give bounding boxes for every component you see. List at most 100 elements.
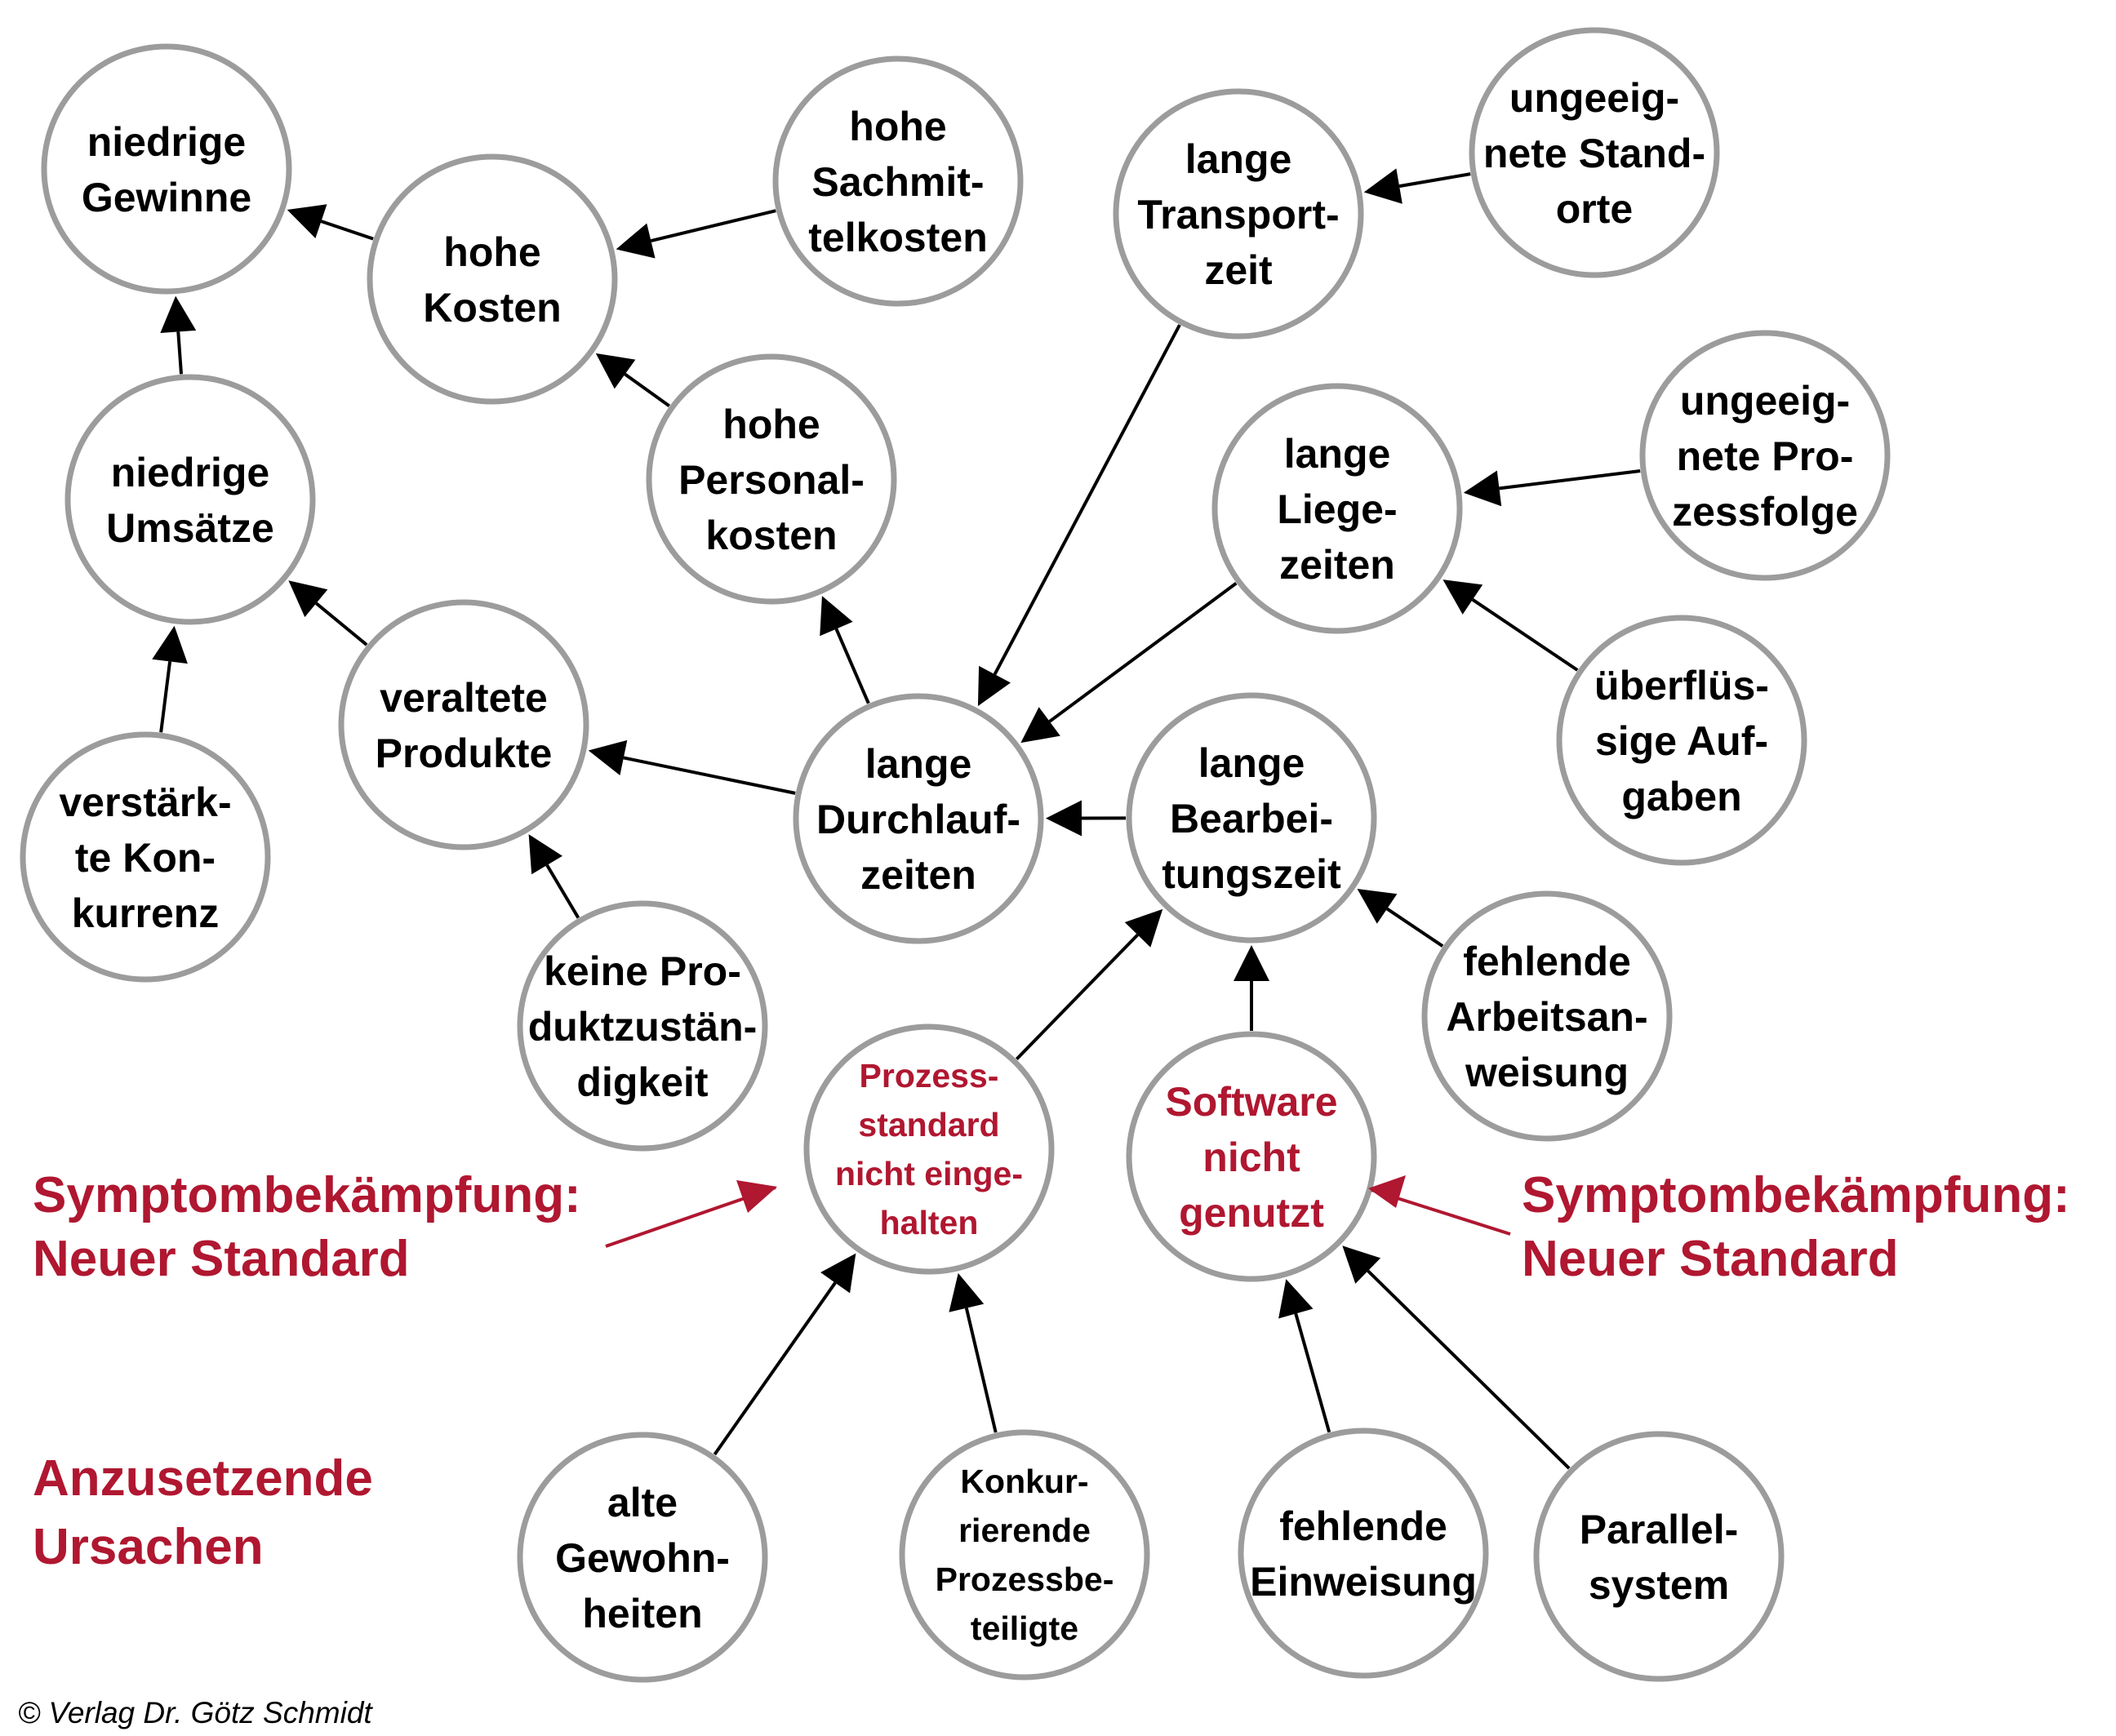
annotation-causes-line1: Anzusetzende	[33, 1450, 373, 1507]
arrowhead-icon	[287, 204, 327, 238]
arrowhead-icon	[1020, 707, 1060, 744]
node-label-line: veraltete	[380, 675, 548, 721]
node-circle	[899, 1429, 1150, 1681]
node-label-line: zeiten	[860, 852, 976, 898]
node-label-line: hohe	[849, 104, 946, 149]
node-label-line: kosten	[705, 513, 837, 558]
symptom-arrow-right-head	[1368, 1175, 1406, 1208]
edge-parallelsystem-to-software-nicht-genutzt	[1367, 1269, 1571, 1470]
node-circle	[1533, 1431, 1785, 1682]
edge-hohe-kosten-to-niedrige-gewinne	[320, 220, 374, 241]
edge-lange-liegezeiten-to-lange-durchlaufzeiten	[1048, 582, 1238, 723]
annotation-left-line1: Symptombekämpfung:	[33, 1167, 581, 1223]
node-label-line: verstärk-	[59, 779, 231, 825]
node-label-line: Einweisung	[1250, 1559, 1477, 1605]
node-circle	[1238, 1427, 1489, 1679]
node-circle	[1639, 330, 1891, 581]
edge-hohe-sachmittelkosten-to-hohe-kosten	[650, 209, 776, 243]
node-circle	[64, 374, 316, 625]
edge-alte-gewohnheiten-to-prozessstandard-nicht-eingehalten	[713, 1281, 837, 1456]
node-circle	[803, 1023, 1055, 1275]
node-label-line: lange	[1185, 136, 1292, 182]
node-circle	[1421, 890, 1673, 1142]
node-label-line: zeit	[1204, 247, 1273, 293]
node-label-line: Umsätze	[106, 505, 274, 551]
node-label-line: digkeit	[576, 1059, 708, 1105]
symptom-arrow-left-head	[736, 1180, 777, 1213]
node-label-line: Bearbei-	[1170, 796, 1333, 841]
arrowhead-icon	[820, 1253, 856, 1294]
node-label-line: lange	[1284, 431, 1391, 477]
node-circle	[1211, 383, 1463, 634]
annotation-causes: Anzusetzende Ursachen	[33, 1445, 373, 1582]
node-circle	[1469, 27, 1720, 278]
node-circle	[41, 43, 292, 295]
node-label-line: Konkur-	[960, 1463, 1088, 1500]
arrowhead-icon	[160, 295, 197, 334]
arrowhead-icon	[820, 596, 853, 637]
edge-lange-durchlaufzeiten-to-hohe-personalkosten	[834, 628, 870, 704]
arrowhead-icon	[977, 665, 1011, 707]
edge-keine-produktzustaendigkeit-to-veraltete-produkte	[545, 864, 580, 919]
arrowhead-icon	[288, 580, 328, 618]
node-label-line: Gewinne	[82, 175, 251, 220]
node-label-line: Liege-	[1277, 486, 1397, 532]
arrowhead-icon	[949, 1272, 985, 1312]
node-circle	[646, 353, 897, 605]
node-label-line: heiten	[582, 1591, 702, 1636]
node-ueberfluessige-aufgaben: überflüs-sige Auf-gaben	[1556, 615, 1807, 866]
node-label-line: hohe	[722, 402, 820, 447]
node-label-line: nete Stand-	[1483, 131, 1705, 176]
node-label-line: hohe	[443, 229, 540, 275]
edge-ungeeignete-prozessfolge-to-lange-liegezeiten	[1499, 468, 1641, 491]
annotation-left-line2: Neuer Standard	[33, 1231, 410, 1287]
node-label-line: Parallel-	[1580, 1507, 1739, 1552]
arrowhead-icon	[1463, 470, 1502, 507]
node-label-line: nicht einge-	[835, 1155, 1023, 1192]
edge-ungeeignete-standorte-to-lange-transportzeit	[1398, 172, 1471, 189]
arrowhead-icon	[1363, 168, 1403, 204]
node-label-line: niedrige	[87, 119, 246, 165]
node-label-line: ungeeig-	[1509, 75, 1679, 121]
node-label-line: nicht	[1202, 1134, 1300, 1180]
node-label-line: duktzustän-	[528, 1004, 758, 1050]
node-parallelsystem: Parallel-system	[1533, 1431, 1785, 1682]
node-circle	[1113, 88, 1364, 340]
node-label-line: Arbeitsan-	[1446, 994, 1647, 1040]
edge-fehlende-einweisung-to-software-nicht-genutzt	[1294, 1312, 1331, 1433]
node-label-line: teiligte	[971, 1609, 1078, 1647]
node-circle	[793, 693, 1044, 944]
arrowhead-icon	[528, 834, 562, 875]
node-label-line: gaben	[1621, 774, 1741, 819]
node-label-line: tungszeit	[1162, 851, 1341, 897]
arrowhead-icon	[1278, 1279, 1314, 1319]
node-label-line: genutzt	[1179, 1190, 1324, 1236]
node-label-line: Software	[1165, 1079, 1337, 1125]
node-circle	[338, 599, 589, 850]
arrowhead-icon	[1045, 800, 1082, 837]
node-label-line: Kosten	[423, 285, 561, 331]
node-circle	[20, 731, 271, 983]
node-label-line: Durchlauf-	[816, 797, 1020, 842]
annotation-left-symptom: Symptombekämpfung: Neuer Standard	[33, 1164, 581, 1291]
copyright: © Verlag Dr. Götz Schmidt	[18, 1696, 372, 1729]
node-label-line: Gewohn-	[555, 1535, 730, 1581]
edges-layer	[152, 168, 1641, 1470]
node-label-line: Transport-	[1137, 192, 1339, 238]
node-circle	[367, 153, 618, 405]
arrowhead-icon	[616, 223, 656, 259]
node-label-line: zeiten	[1279, 542, 1395, 588]
node-circle	[1556, 615, 1807, 866]
node-label-line: überflüs-	[1594, 663, 1769, 708]
node-circle	[772, 55, 1024, 307]
node-label-line: ungeeig-	[1680, 378, 1850, 424]
edge-verstaerkte-konkurrenz-to-niedrige-umsaetze	[159, 661, 172, 733]
edge-hohe-personalkosten-to-hohe-kosten	[624, 372, 670, 407]
node-label-line: weisung	[1465, 1050, 1629, 1095]
